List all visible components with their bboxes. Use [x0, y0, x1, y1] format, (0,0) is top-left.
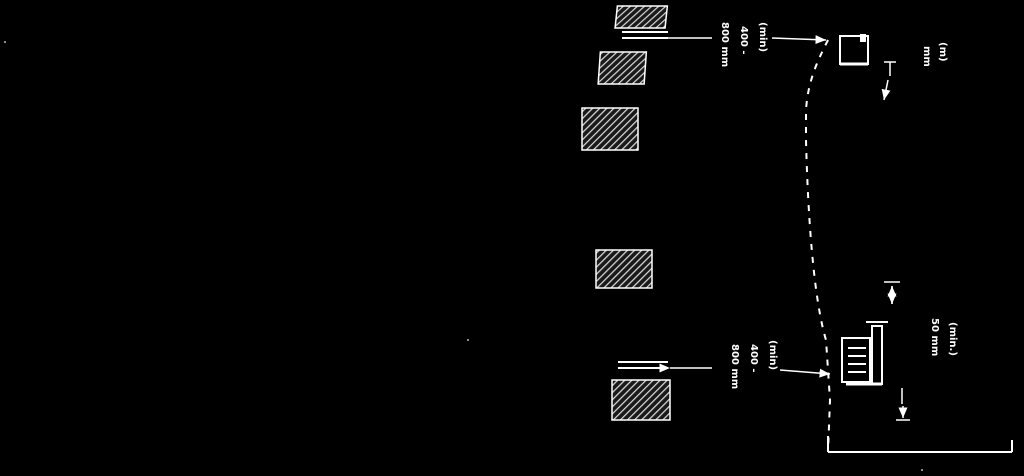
bottom-right-label-mm: 50 mm — [929, 318, 940, 356]
bottom-label-min: (min) — [767, 340, 778, 370]
bottom-distance-line — [659, 363, 831, 378]
hatched-panel-1 — [614, 5, 669, 29]
top-label-unit: 800 mm — [719, 22, 730, 67]
speck-1 — [4, 41, 6, 43]
top-right-label-mm: mm — [921, 46, 932, 67]
bottom-label-range: 400 - — [748, 344, 759, 373]
bottom-distance-labels: (min) 400 - 800 mm — [729, 340, 778, 389]
speck-2 — [467, 339, 469, 341]
top-distance-labels: (min) 400 - 800 mm — [719, 22, 768, 67]
top-label-min: (min) — [757, 22, 768, 52]
top-right-label-m: (m) — [937, 42, 948, 62]
top-fixture — [839, 34, 869, 66]
floor-line — [827, 436, 1013, 453]
hatched-panel-2 — [597, 51, 648, 85]
top-right-dimension: (m) mm — [881, 42, 948, 101]
top-label-range: 400 - — [738, 26, 749, 55]
hatched-panel-4 — [595, 249, 653, 289]
bottom-right-dimension: (min.) 50 mm — [884, 281, 958, 421]
hatched-panel-5 — [611, 379, 671, 421]
speck-3 — [921, 469, 923, 471]
panel-column — [581, 5, 671, 421]
dashed-boundary — [805, 39, 832, 453]
hatched-panel-3 — [581, 107, 639, 151]
top-distance-line — [668, 35, 827, 45]
bottom-right-label-min: (min.) — [947, 322, 958, 356]
bottom-fixture — [841, 321, 888, 386]
bottom-label-unit: 800 mm — [729, 344, 740, 389]
